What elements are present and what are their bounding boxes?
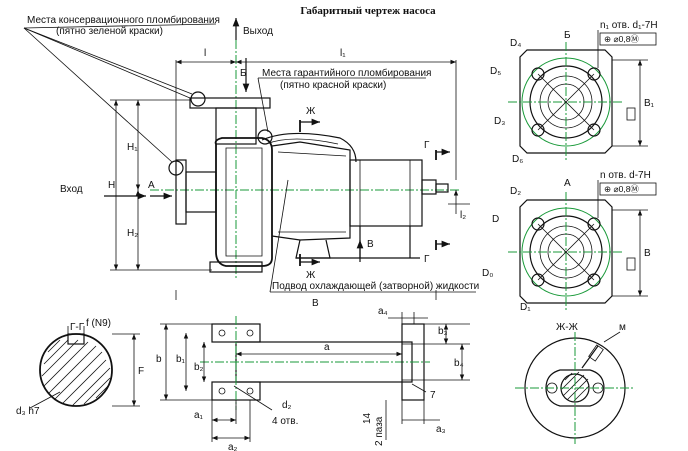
- dim-d3: d₃ h7: [16, 406, 40, 417]
- leader-lines: [23, 23, 476, 293]
- dim-a3: a₃: [436, 424, 446, 435]
- dim-a: a: [324, 342, 330, 353]
- warranty-seal-note: (пятно красной краски): [280, 80, 386, 91]
- flange-a-D: D: [492, 214, 499, 225]
- conservation-seal-note: (пятно зеленой краски): [56, 26, 163, 37]
- flange-a-holes: n отв. d-7H: [600, 170, 651, 181]
- dim-a4: a₄: [378, 306, 388, 317]
- section-zhzh: Ж-Ж м: [515, 322, 635, 444]
- view-a-marker: А: [148, 180, 155, 191]
- dim-H: H: [108, 180, 115, 191]
- dim-H1: H₁: [127, 142, 138, 153]
- view-v-marker: В: [367, 239, 374, 250]
- section-g-top: Г: [424, 140, 430, 151]
- flange-a-B: B: [644, 248, 651, 259]
- dimension-lines: [110, 59, 470, 300]
- dim-b1: b₁: [176, 354, 186, 365]
- flange-view-a: А: [508, 178, 657, 312]
- base-supports: [160, 312, 470, 442]
- seal-mark-warranty: [257, 129, 273, 145]
- section-zhzh-m: м: [619, 322, 626, 333]
- dim-F: F: [138, 366, 144, 377]
- flange-a-title: А: [564, 178, 571, 189]
- dim-l1: l₁: [340, 48, 346, 59]
- flange-a-D0: D₀: [482, 268, 493, 279]
- flange-a-D2: D₂: [510, 186, 521, 197]
- dim-14: 14: [362, 412, 373, 424]
- section-gg: Г-Г: [29, 322, 140, 409]
- conservation-seal-label: Места консервационного пломбирования: [27, 14, 220, 26]
- dim-a1: a₁: [194, 410, 204, 421]
- outlet-label: Выход: [243, 26, 273, 37]
- flange-b-tolerance: ⊕ ⌀0,8Ⓜ: [604, 34, 639, 44]
- dim-4-holes: 4 отв.: [272, 416, 298, 427]
- section-zhzh-title: Ж-Ж: [556, 322, 579, 333]
- dim-2-grooves: 2 паза: [374, 416, 385, 446]
- dim-b: b: [156, 354, 162, 365]
- drawing-title: Габаритный чертеж насоса: [300, 5, 436, 17]
- dim-B: B: [312, 298, 319, 309]
- flange-a-tolerance: ⊕ ⌀0,8Ⓜ: [604, 184, 639, 194]
- dim-b3: b₃: [438, 326, 448, 337]
- section-zh-bottom: Ж: [306, 270, 316, 281]
- dim-b4: b₄: [454, 358, 464, 369]
- flange-b-B1: B₁: [644, 98, 655, 109]
- warranty-seal-label: Места гарантийного пломбирования: [262, 67, 431, 79]
- dim-b2: b₂: [194, 362, 204, 373]
- coolant-supply-label: Подвод охлаждающей (затворной) жидкости: [272, 281, 479, 292]
- section-gg-title: Г-Г: [70, 322, 85, 333]
- dim-a2: a₂: [228, 442, 238, 451]
- section-zh-top: Ж: [306, 106, 316, 117]
- view-b-marker: Б: [240, 68, 247, 79]
- flange-b-D4: D₄: [510, 38, 521, 49]
- flange-b-holes: n₁ отв. d₁-7H: [600, 20, 658, 31]
- flange-b-D3: D₃: [494, 116, 505, 127]
- dim-l2: l₂: [460, 210, 466, 221]
- dim-f: f (N9): [86, 318, 111, 329]
- dim-H2: H₂: [127, 228, 138, 239]
- dim-l: l: [204, 48, 206, 59]
- seal-mark-top: [190, 91, 206, 107]
- flange-a-D1: D₁: [520, 302, 531, 313]
- dim-seven: 7: [430, 390, 436, 401]
- flange-b-title: Б: [564, 30, 571, 41]
- section-g-bottom: Г: [424, 254, 430, 265]
- dim-d2: d₂: [282, 400, 292, 411]
- flange-b-D6: D₆: [512, 154, 523, 165]
- flange-b-D5: D₅: [490, 66, 501, 77]
- inlet-label: Вход: [60, 184, 83, 195]
- flange-view-b: Б: [508, 30, 657, 162]
